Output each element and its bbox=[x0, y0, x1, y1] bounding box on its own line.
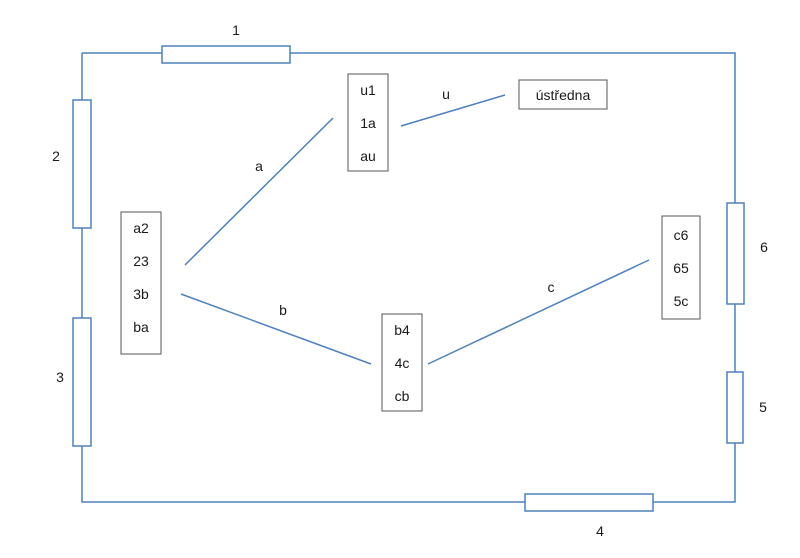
link-label-a: a bbox=[255, 158, 263, 174]
circuit-wire bbox=[81, 52, 736, 503]
link-label-c: c bbox=[548, 279, 555, 295]
resistor-label-3: 3 bbox=[56, 369, 64, 385]
node-c-line-3: 5c bbox=[674, 293, 689, 309]
node-box-ustredna: ústředna bbox=[518, 79, 608, 110]
node-b-line-3: cb bbox=[395, 388, 410, 404]
link-b-line bbox=[180, 293, 372, 365]
node-a-line-4: ba bbox=[133, 319, 149, 335]
resistor-5 bbox=[726, 371, 744, 444]
node-box-u: u1 1a au bbox=[347, 73, 389, 172]
resistor-1 bbox=[161, 45, 291, 64]
resistor-label-6: 6 bbox=[760, 239, 768, 255]
node-c-line-2: 65 bbox=[673, 260, 689, 276]
node-box-a: a2 23 3b ba bbox=[120, 211, 162, 355]
node-box-c: c6 65 5c bbox=[661, 215, 701, 320]
resistor-4 bbox=[524, 493, 654, 512]
link-label-u: u bbox=[442, 86, 450, 102]
resistor-label-2: 2 bbox=[52, 148, 60, 164]
link-a-line bbox=[184, 117, 334, 266]
node-a-line-3: 3b bbox=[133, 286, 149, 302]
node-u-line-3: au bbox=[360, 148, 376, 164]
resistor-6 bbox=[726, 202, 745, 305]
node-u-line-2: 1a bbox=[360, 115, 376, 131]
node-b-line-2: 4c bbox=[395, 355, 410, 371]
node-u-line-1: u1 bbox=[360, 82, 376, 98]
node-b-line-1: b4 bbox=[394, 322, 410, 338]
link-c-line bbox=[427, 259, 650, 365]
node-box-b: b4 4c cb bbox=[381, 313, 423, 412]
resistor-label-4: 4 bbox=[596, 523, 604, 539]
node-a-line-1: a2 bbox=[133, 220, 149, 236]
resistor-label-1: 1 bbox=[232, 22, 240, 38]
node-a-line-2: 23 bbox=[133, 253, 149, 269]
node-ustredna-label: ústředna bbox=[536, 87, 591, 103]
link-u-line bbox=[400, 94, 506, 127]
resistor-3 bbox=[72, 317, 92, 447]
resistor-2 bbox=[72, 99, 92, 229]
resistor-label-5: 5 bbox=[759, 399, 767, 415]
link-label-b: b bbox=[279, 302, 287, 318]
node-c-line-1: c6 bbox=[674, 227, 689, 243]
